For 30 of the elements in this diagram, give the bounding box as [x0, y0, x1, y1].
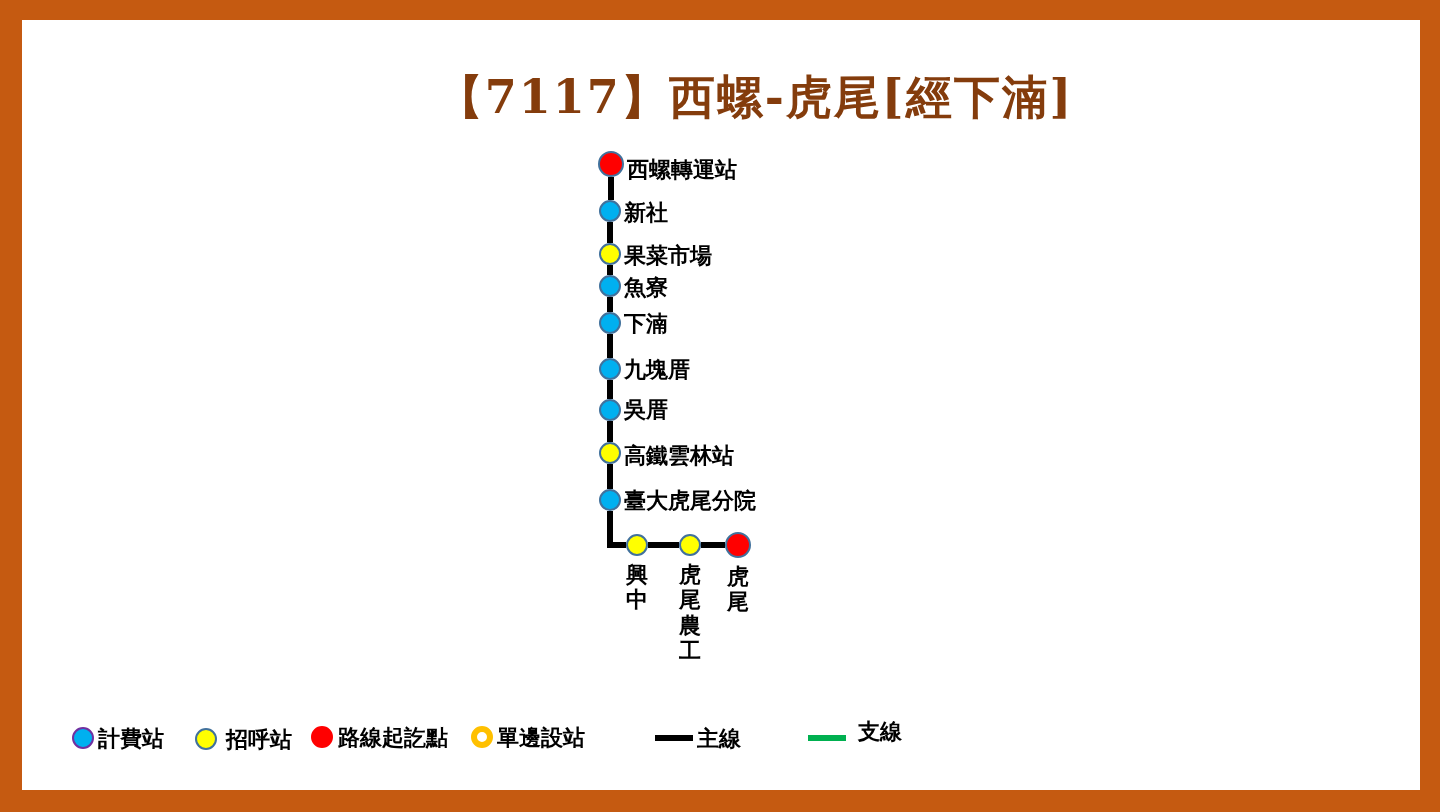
station-name: 虎尾	[727, 564, 749, 615]
station-name: 西螺轉運站	[627, 155, 737, 183]
route-line	[607, 265, 613, 275]
station-name: 虎尾農工	[679, 562, 701, 664]
station-name: 高鐵雲林站	[624, 441, 734, 469]
station-name: 吳厝	[624, 395, 668, 423]
route-line	[607, 222, 613, 243]
legend-label: 主線	[697, 724, 741, 752]
diagram-title: 【7117】西螺-虎尾[經下湳]	[436, 70, 1074, 126]
legend-label: 計費站	[98, 724, 164, 752]
route-line	[607, 421, 613, 442]
station-name: 九塊厝	[624, 355, 690, 383]
route-line	[701, 542, 725, 548]
station-name: 果菜市場	[624, 241, 712, 269]
route-line	[648, 542, 679, 548]
legend-label: 支線	[858, 717, 902, 745]
route-line	[607, 511, 626, 548]
station-name: 興中	[626, 562, 648, 613]
legend-label: 路線起訖點	[338, 723, 448, 751]
route-line	[608, 177, 614, 200]
route-line	[607, 297, 613, 312]
station-name: 新社	[624, 198, 668, 226]
route-line	[607, 380, 613, 399]
station-name: 魚寮	[624, 273, 668, 301]
station-name: 下湳	[624, 309, 668, 337]
station-name: 臺大虎尾分院	[624, 486, 756, 514]
route-line	[607, 334, 613, 358]
legend-label: 單邊設站	[497, 723, 585, 751]
legend-label: 招呼站	[226, 725, 292, 753]
route-line	[607, 464, 613, 489]
